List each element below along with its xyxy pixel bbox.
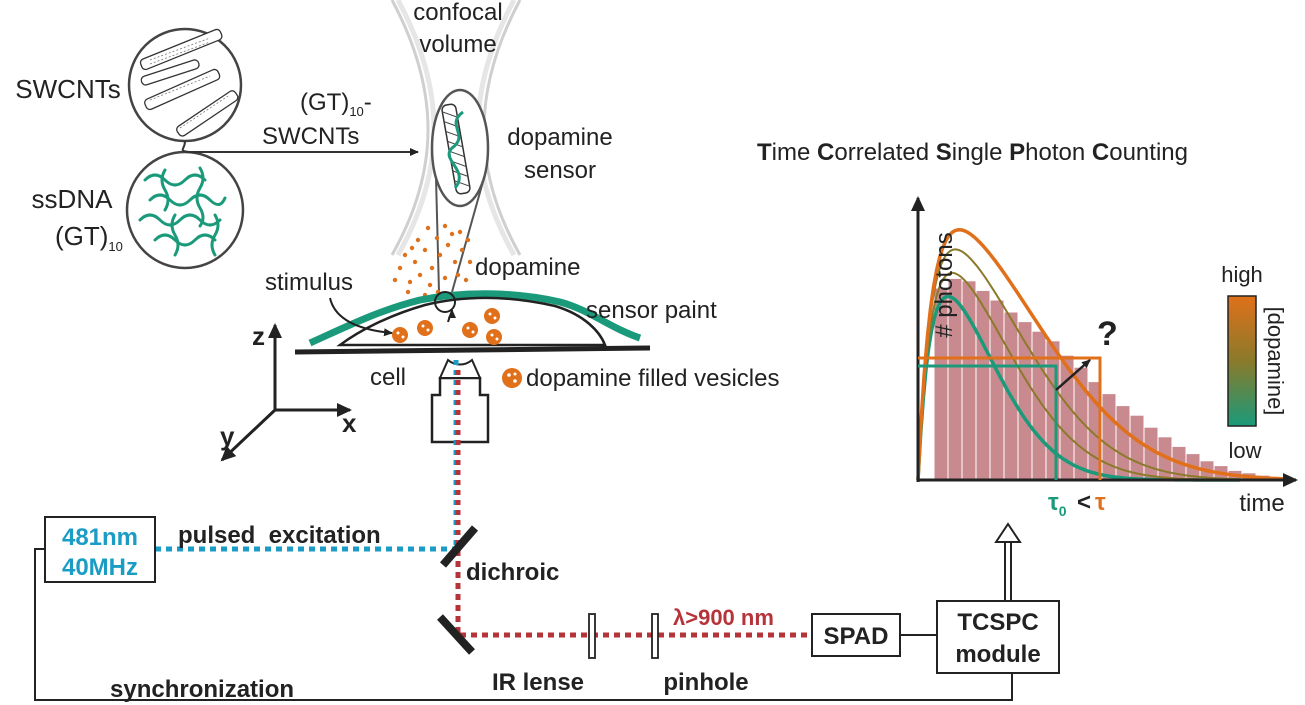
tcspc-label-line2: module	[955, 641, 1040, 668]
dopamine-sensor-zoom	[430, 88, 490, 293]
colorbar-high-label: high	[1221, 262, 1263, 287]
title-initial-4: P	[1009, 139, 1025, 166]
stimulus-arrow	[329, 297, 393, 337]
ssdna-circle	[125, 150, 245, 270]
confocal-label-line2: volume	[419, 31, 496, 58]
functionalization-arrow	[181, 140, 419, 156]
dna-strand-icon	[138, 166, 227, 257]
tau0-sub: 0	[1059, 503, 1067, 519]
title-rest-5: ounting	[1109, 139, 1188, 166]
tau0-label: τ0	[1048, 489, 1067, 519]
tau0-symbol: τ	[1048, 489, 1059, 516]
release-site	[434, 291, 456, 313]
swcnts-label: SWCNTs	[15, 74, 120, 104]
synchronization-label: synchronization	[110, 676, 294, 703]
beam-paths	[155, 360, 810, 638]
dopamine-label: dopamine	[475, 254, 580, 281]
axis-z-label: z	[252, 321, 265, 351]
laser-label-line2: 40MHz	[62, 554, 138, 581]
pinhole-label: pinhole	[663, 669, 748, 696]
lt-symbol: <	[1077, 489, 1091, 516]
title-rest-2: orrelated	[834, 139, 935, 166]
dopamine-dots	[392, 223, 473, 298]
gt10-swcnts-main: (GT)	[300, 89, 349, 116]
wavelength-label: λ>900 nm	[673, 605, 774, 630]
sensor-paint-layer	[308, 290, 642, 347]
histogram-bar	[1017, 321, 1033, 481]
sensor-nanotube-icon	[441, 103, 471, 195]
gt10-label-sub: 10	[108, 239, 122, 254]
title-initial-1: T	[757, 139, 772, 166]
vesicles-label: dopamine filled vesicles	[526, 365, 779, 392]
cell-label: cell	[370, 364, 406, 391]
histogram-bar	[975, 289, 991, 481]
pinhole	[651, 613, 659, 659]
title-initial-5: C	[1092, 139, 1109, 166]
pulsed-excitation-label: pulsed excitation	[178, 522, 381, 549]
dopamine-colorbar	[1227, 295, 1257, 427]
gt10-swcnts-label-line2: SWCNTs	[262, 123, 359, 150]
title-rest-4: hoton	[1025, 139, 1092, 166]
title-rest-1: ime	[772, 139, 817, 166]
axis-y-label: y	[220, 421, 235, 451]
tau-label: τ	[1095, 489, 1106, 516]
dopamine-sensor-label-line2: sensor	[524, 157, 596, 184]
decay-curve	[917, 248, 1270, 481]
decay-curve	[916, 228, 1291, 481]
sensor-paint-label: sensor paint	[586, 297, 717, 324]
histogram-bar	[989, 299, 1005, 481]
dichroic-mirror	[439, 525, 479, 568]
swcnts-circle	[127, 27, 243, 143]
colorbar-title: [dopamine]	[1263, 307, 1288, 416]
ir-lens	[588, 613, 596, 659]
question-mark: ?	[1097, 315, 1118, 353]
synchronization-line	[34, 548, 1013, 701]
lifetime-markers	[918, 356, 1102, 480]
title-initial-3: S	[936, 139, 952, 166]
coordinate-axes	[220, 323, 352, 462]
vesicle-legend-icon	[502, 368, 522, 388]
nanotube-icon	[139, 28, 239, 137]
chart-xlabel: time	[1239, 490, 1284, 517]
chart-ylabel: # photons	[931, 232, 958, 337]
gt10-swcnts-sub: 10	[349, 104, 363, 119]
dichroic-label: dichroic	[466, 559, 559, 586]
title-initial-2: C	[817, 139, 834, 166]
gt10-swcnts-label-line1: (GT)10-	[300, 89, 372, 119]
spad-label: SPAD	[824, 623, 889, 650]
tcspc-box	[936, 600, 1060, 674]
gt10-swcnts-dash: -	[364, 89, 372, 116]
vesicles	[392, 308, 502, 345]
histogram-bar	[1045, 340, 1061, 481]
ir-lense-label: IR lense	[492, 669, 584, 696]
ssdna-label: ssDNA	[32, 184, 114, 214]
axis-x-label: x	[342, 408, 357, 438]
stimulus-label: stimulus	[265, 269, 353, 296]
chart-axes	[911, 196, 1298, 487]
coverslip	[294, 345, 651, 355]
gt10-label-main: (GT)	[55, 221, 108, 251]
tcspc-title: Time Correlated Single Photon Counting	[757, 139, 1188, 166]
fold-mirror	[437, 614, 475, 655]
dopamine-sensor-label-line1: dopamine	[507, 124, 612, 151]
gt10-label: (GT)10	[55, 221, 123, 254]
tcspc-label-line1: TCSPC	[957, 609, 1038, 636]
laser-box	[44, 516, 156, 583]
data-flow-arrow	[994, 522, 1022, 601]
spad-box	[811, 613, 901, 657]
title-rest-3: ingle	[952, 139, 1009, 166]
confocal-label-line1: confocal	[413, 0, 502, 26]
laser-label-line1: 481nm	[62, 524, 138, 551]
histogram-bar	[1129, 414, 1145, 481]
colorbar-low-label: low	[1228, 438, 1261, 463]
